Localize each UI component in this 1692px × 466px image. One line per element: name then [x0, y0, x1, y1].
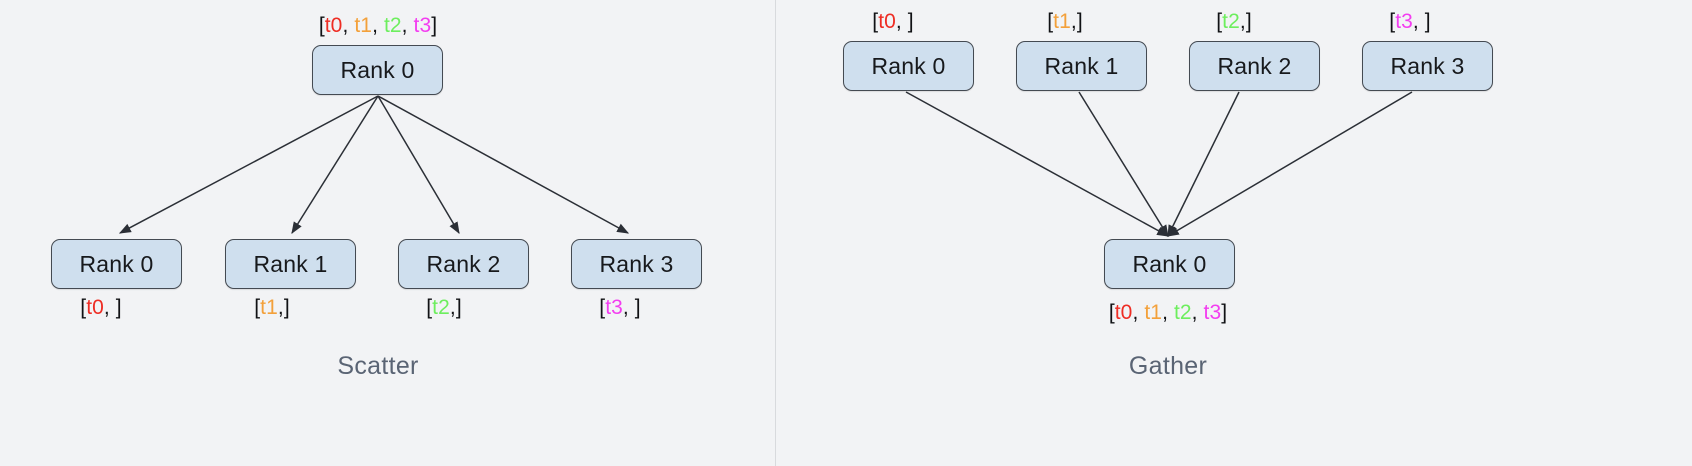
node-label: Rank 2: [426, 250, 501, 277]
node-label: Rank 1: [253, 250, 328, 277]
gather-edge: [1166, 91, 1413, 237]
scatter-edge: [291, 95, 379, 235]
node-label: Rank 3: [1390, 52, 1465, 79]
scatter-target-tensor-label-2: [t2,]: [426, 296, 462, 319]
gather-caption: Gather: [1128, 352, 1208, 380]
node-label: Rank 0: [79, 250, 154, 277]
gather-source-node-0[interactable]: Rank 0: [1104, 239, 1235, 289]
scatter-source-node-0[interactable]: Rank 0: [312, 45, 443, 95]
gather-target-tensor-label-2: [t2,]: [1216, 10, 1252, 33]
gather-target-node-0[interactable]: Rank 0: [843, 41, 974, 91]
scatter-target-node-3[interactable]: Rank 3: [571, 239, 702, 289]
gather-source-tensor-label-0: [t0, t1, t2, t3]: [1108, 301, 1228, 324]
scatter-edge: [118, 95, 379, 234]
gather-edge: [905, 91, 1170, 237]
scatter-target-node-0[interactable]: Rank 0: [51, 239, 182, 289]
node-label: Rank 0: [1132, 250, 1207, 277]
scatter-edge: [377, 95, 460, 235]
node-label: Rank 3: [599, 250, 674, 277]
scatter-target-tensor-label-0: [t0, ]: [80, 296, 122, 319]
node-label: Rank 2: [1217, 52, 1292, 79]
gather-target-tensor-label-1: [t1,]: [1047, 10, 1083, 33]
gather-target-tensor-label-0: [t0, ]: [872, 10, 914, 33]
panel-divider: [775, 0, 776, 466]
gather-target-node-2[interactable]: Rank 2: [1189, 41, 1320, 91]
scatter-source-tensor-label-0: [t0, t1, t2, t3]: [318, 14, 438, 37]
scatter-target-tensor-label-3: [t3, ]: [599, 296, 641, 319]
scatter-caption: Scatter: [337, 352, 419, 380]
gather-target-tensor-label-3: [t3, ]: [1389, 10, 1431, 33]
gather-edge: [1078, 91, 1169, 238]
node-label: Rank 1: [1044, 52, 1119, 79]
gather-target-node-3[interactable]: Rank 3: [1362, 41, 1493, 91]
gather-edge: [1167, 91, 1240, 238]
scatter-target-node-1[interactable]: Rank 1: [225, 239, 356, 289]
scatter-edge: [377, 95, 630, 234]
gather-target-node-1[interactable]: Rank 1: [1016, 41, 1147, 91]
scatter-target-tensor-label-1: [t1,]: [254, 296, 290, 319]
node-label: Rank 0: [871, 52, 946, 79]
scatter-target-node-2[interactable]: Rank 2: [398, 239, 529, 289]
node-label: Rank 0: [340, 56, 415, 83]
